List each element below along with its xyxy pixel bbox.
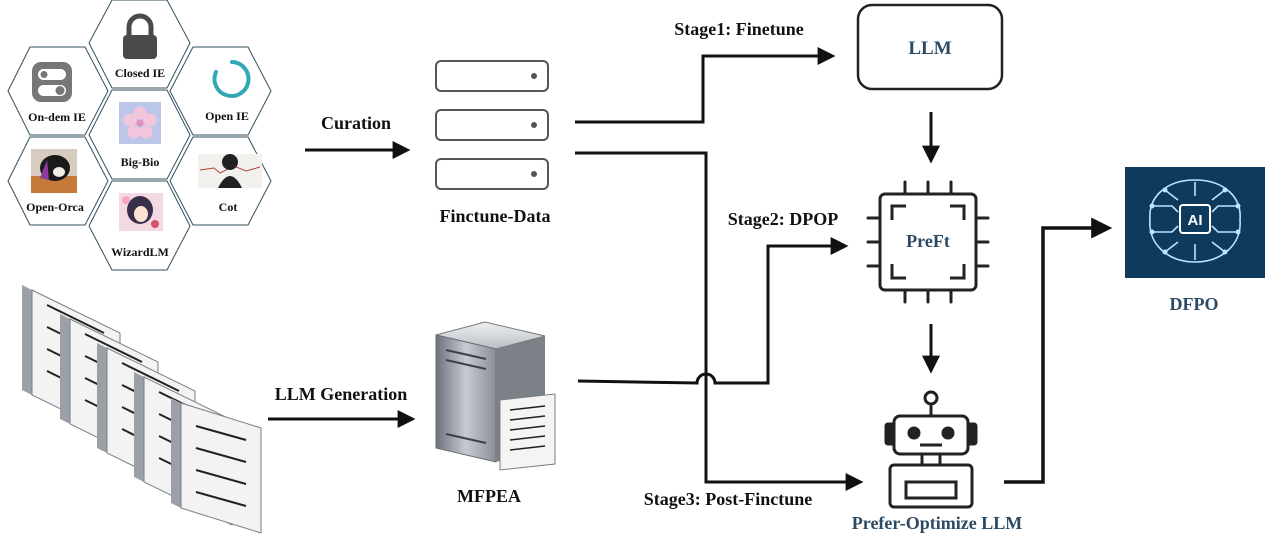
silhouette-image-icon bbox=[198, 154, 262, 188]
dfpo-label: DFPO bbox=[1170, 294, 1219, 314]
hex-label-big-bio: Big-Bio bbox=[121, 155, 160, 169]
toggle-icon bbox=[32, 62, 72, 102]
orca-image-icon bbox=[31, 149, 77, 193]
server-icon bbox=[435, 321, 556, 471]
robot-to-dfpo-connector bbox=[1004, 217, 1113, 484]
llm-label: LLM bbox=[908, 38, 951, 59]
hex-label-wizardlm: WizardLM bbox=[111, 245, 169, 259]
flower-image-icon bbox=[119, 102, 161, 144]
lock-icon bbox=[123, 13, 157, 59]
server-document-icon bbox=[499, 393, 556, 471]
ai-badge-label: AI bbox=[1188, 212, 1203, 229]
curation-label: Curation bbox=[321, 113, 391, 133]
prefer-optimize-label: Prefer-Optimize LLM bbox=[852, 513, 1022, 533]
database-icon bbox=[435, 60, 549, 190]
database-indicator-lights bbox=[531, 73, 537, 177]
llm-generation-label: LLM Generation bbox=[275, 384, 408, 404]
stage1-label: Stage1: Finetune bbox=[674, 19, 804, 39]
hex-label-cot: Cot bbox=[219, 200, 238, 214]
document-sheet bbox=[171, 398, 262, 534]
robot-icon bbox=[884, 390, 978, 509]
stage3-connector bbox=[575, 151, 864, 491]
preft-label: PreFt bbox=[906, 231, 950, 251]
ai-brain-icon bbox=[1125, 167, 1265, 278]
hex-label-on-dem-ie: On-dem IE bbox=[28, 110, 86, 124]
stage2-connector bbox=[577, 237, 849, 385]
loading-ring-icon bbox=[212, 60, 251, 98]
finetune-data-label: Finctune-Data bbox=[440, 206, 551, 226]
mfpea-label: MFPEA bbox=[457, 486, 521, 506]
stage2-label: Stage2: DPOP bbox=[728, 209, 838, 229]
hex-label-open-ie: Open IE bbox=[205, 109, 249, 123]
anime-image-icon bbox=[119, 193, 163, 231]
stage1-connector bbox=[575, 47, 836, 124]
document-stack bbox=[22, 285, 262, 534]
llm-box bbox=[856, 3, 1004, 91]
hex-label-closed-ie: Closed IE bbox=[115, 66, 165, 80]
chip-icon bbox=[866, 180, 990, 304]
stage3-label: Stage3: Post-Finctune bbox=[644, 489, 812, 509]
hex-label-open-orca: Open-Orca bbox=[26, 200, 84, 214]
